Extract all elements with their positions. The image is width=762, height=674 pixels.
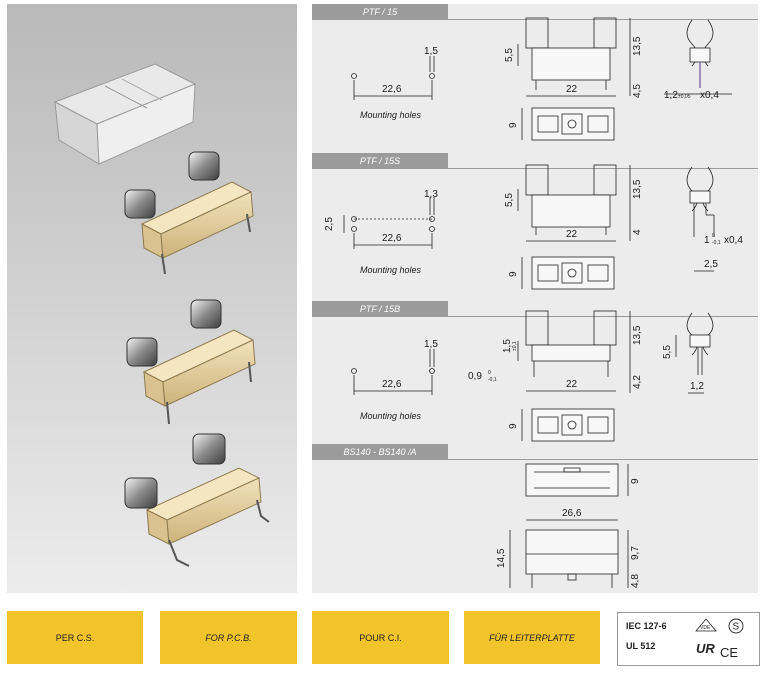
height-1-tolerance: ±0,1: [512, 341, 518, 351]
front-view-diagram: [517, 310, 631, 393]
pin-dimension: 1,3: [424, 189, 438, 200]
cover-top-height-dimension: 9,7: [630, 546, 641, 560]
hole-width-dimension: 22,6: [382, 84, 402, 95]
depth-dimension: 9: [508, 423, 519, 429]
mounting-holes-diagram: [351, 349, 435, 395]
mounting-holes-diagram: [351, 56, 435, 100]
height-3-dimension: 4: [632, 229, 643, 235]
width-dimension: 22: [566, 379, 578, 390]
cover-total-height-dimension: 14,5: [496, 548, 507, 568]
mounting-holes-caption: Mounting holes: [360, 411, 422, 421]
side-tolerance: ±0,05: [678, 94, 691, 100]
pin-dimension: 1,5: [424, 339, 438, 350]
s-mark-text: S: [733, 622, 740, 633]
section-title: BS140 - BS140 /A: [312, 444, 448, 460]
side-tolerance-bottom: -0,1: [712, 240, 721, 246]
foot-dimension: 0,9: [468, 371, 482, 382]
transparent-cover-photo: [53, 63, 197, 165]
label-italian: PER C.S.: [7, 611, 143, 664]
s-mark-icon: S: [728, 618, 744, 634]
cover-bottom-height-dimension: 4,8: [630, 574, 641, 588]
top-view-diagram: [521, 107, 615, 141]
mounting-holes-diagram: [343, 197, 435, 249]
certification-marks: VDE S UR CE: [695, 618, 744, 660]
drawing-ptf-15b: 1,5 22,6 Mounting holes 1,5 ±0,1 13,5 4,…: [351, 310, 714, 442]
hole-height-dimension: 2,5: [324, 217, 335, 231]
section-ptf-15s: PTF / 15S 1,3 2,5 22,6 Mounting holes: [312, 153, 758, 301]
mounting-holes-caption: Mounting holes: [360, 110, 422, 120]
side-height-dimension: 5,5: [662, 345, 673, 359]
technical-drawings-panel: PTF / 15 1,5 22,6 Mounting holes 5,5: [312, 4, 758, 593]
section-bs140: BS140 - BS140 /A 9 26,6 14,5 9,7 4,8: [312, 444, 758, 593]
drawing-ptf-15: 1,5 22,6 Mounting holes 5,5 13,5 4,5 22: [351, 17, 732, 141]
label-french: POUR C.I.: [312, 611, 449, 664]
cover-front-view-diagram: [509, 519, 629, 588]
width-dimension: 22: [566, 84, 578, 95]
certification-box: IEC 127-6 UL 512 VDE S UR CE: [617, 612, 760, 666]
iec-standard: IEC 127-6: [626, 621, 667, 631]
foot-tolerance-bottom: -0,1: [488, 377, 497, 383]
side-main-dimension: 1: [704, 235, 710, 246]
pin-dimension: 1,5: [424, 46, 438, 57]
front-view-diagram: [517, 17, 631, 97]
height-1-dimension: 1,5: [502, 339, 513, 353]
drawing-ptf-15s: 1,3 2,5 22,6 Mounting holes 5,5 13,5 4 2…: [324, 164, 743, 290]
height-3-dimension: 4,5: [632, 84, 643, 98]
product-photo-panel: [7, 4, 297, 593]
vde-mark-text: VDE: [700, 625, 711, 631]
section-divider: [448, 19, 758, 20]
height-3-dimension: 4,2: [632, 375, 643, 389]
section-title: PTF / 15: [312, 4, 448, 20]
section-ptf-15: PTF / 15 1,5 22,6 Mounting holes 5,5: [312, 4, 758, 152]
depth-dimension: 9: [508, 271, 519, 277]
cover-top-view-diagram: [525, 463, 629, 497]
height-1-dimension: 5,5: [504, 48, 515, 62]
ul-recognized-icon: UR: [696, 641, 715, 656]
fuse-holder-photos: [53, 63, 270, 567]
side-offset-dimension: 2,5: [704, 259, 718, 270]
height-2-dimension: 13,5: [632, 36, 643, 56]
fuse-holder-photo-1: [124, 151, 254, 275]
side-view-diagram: [664, 19, 732, 95]
section-divider: [448, 168, 758, 169]
side-thickness-dimension: x0,4: [724, 235, 743, 246]
side-offset-dimension: 1,2: [690, 381, 704, 392]
fuse-holder-photo-3: [124, 433, 270, 567]
mounting-holes-caption: Mounting holes: [360, 265, 422, 275]
height-2-dimension: 13,5: [632, 325, 643, 345]
fuse-holder-photo-2: [126, 299, 256, 425]
top-view-diagram: [521, 256, 615, 290]
ce-mark-icon: CE: [720, 645, 738, 660]
front-view-diagram: [517, 164, 631, 242]
width-dimension: 22: [566, 229, 578, 240]
side-view-diagram: [686, 166, 715, 272]
label-english: FOR P.C.B.: [160, 611, 297, 664]
label-german: FÜR LEITERPLATTE: [464, 611, 600, 664]
side-view-diagram: [675, 312, 714, 394]
section-ptf-15b: PTF / 15B 1,5 22,6 Mounting holes 1,5 ±0…: [312, 301, 758, 444]
side-thickness-dimension: x0,4: [700, 90, 719, 101]
depth-dimension: 9: [508, 122, 519, 128]
section-title: PTF / 15B: [312, 301, 448, 317]
ul-standard: UL 512: [626, 641, 656, 651]
height-2-dimension: 13,5: [632, 179, 643, 199]
top-view-diagram: [521, 408, 615, 442]
vde-mark-icon: VDE: [695, 618, 717, 632]
height-1-dimension: 5,5: [504, 193, 515, 207]
foot-tolerance-top: 0: [488, 370, 491, 376]
section-divider: [448, 459, 758, 460]
hole-width-dimension: 22,6: [382, 379, 402, 390]
section-title: PTF / 15S: [312, 153, 448, 169]
cover-width-dimension: 26,6: [562, 508, 582, 519]
hole-width-dimension: 22,6: [382, 233, 402, 244]
side-tolerance-top: 0: [712, 233, 715, 239]
drawing-bs140: 9 26,6 14,5 9,7 4,8: [496, 463, 641, 588]
section-divider: [448, 316, 758, 317]
side-main-dimension: 1,2: [664, 90, 678, 101]
cover-depth-dimension: 9: [630, 478, 641, 484]
